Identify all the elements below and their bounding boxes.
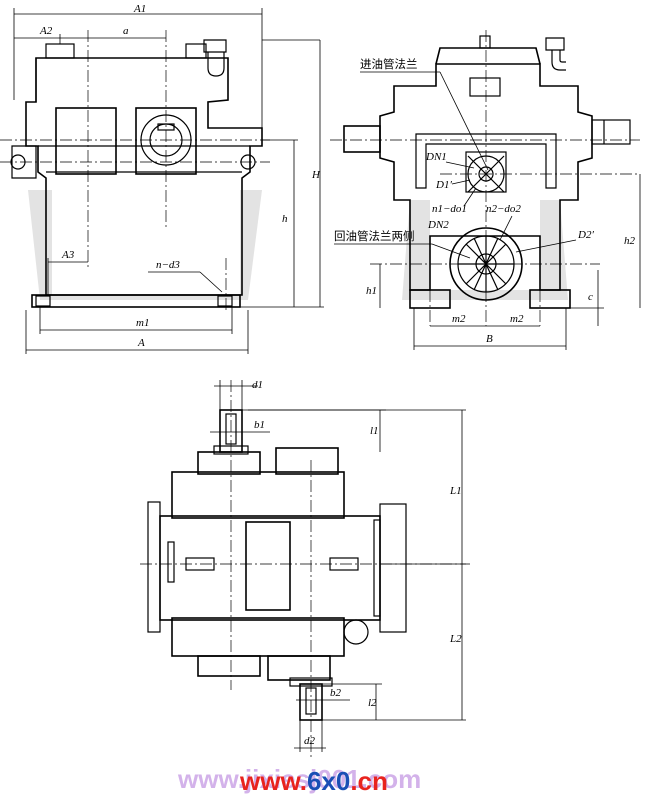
dim-c-label: c [588, 291, 593, 303]
dim-l1-label: l1 [370, 425, 379, 437]
dim-l2-label: l2 [368, 697, 377, 709]
dim-h2-label: h2 [624, 235, 636, 247]
watermark-cn: .cn [350, 766, 388, 796]
dim-m2-right-label: m2 [510, 313, 524, 325]
dim-D1p-label: D1′ [435, 179, 452, 191]
dim-n1-do1-label: n1−do1 [432, 203, 467, 215]
dim-b2-label: b2 [330, 687, 342, 699]
front-view: A1 A2 a H h A3 n−d3 m1 A [0, 3, 324, 354]
oil-return-flange-label: 回油管法兰两侧 [334, 229, 415, 243]
watermark-main-text: www.6x0.cn [239, 766, 388, 796]
dim-L2-label: L2 [449, 633, 462, 645]
dim-h1-label: h1 [366, 285, 377, 297]
dim-b1-label: b1 [254, 419, 265, 431]
dim-A3-label: A3 [61, 249, 75, 261]
dim-d2-label: d2 [304, 735, 316, 747]
dim-A2-label: A2 [39, 25, 53, 37]
dim-B-label: B [486, 333, 493, 345]
watermark-www: www. [239, 766, 307, 796]
side-view: 进油管法兰 DN1 D1′ n1−do1 n2−do2 DN2 回油管法兰两侧 … [330, 30, 641, 350]
dim-a-label: a [123, 25, 129, 37]
dim-H-label: H [311, 169, 321, 181]
watermark-faded-text: www.jixiesj001.com [177, 764, 421, 794]
top-view: d1 b1 l1 L1 L2 b2 l2 d2 [140, 379, 470, 760]
oil-inlet-flange-label: 进油管法兰 [360, 57, 418, 71]
dim-L1-label: L1 [449, 485, 462, 497]
dim-m1-label: m1 [136, 317, 149, 329]
dim-DN2-label: DN2 [427, 219, 449, 231]
dim-h-label: h [282, 213, 288, 225]
watermark: www.jixiesj001.com www.6x0.cn [177, 764, 421, 796]
dim-n2-do2-label: n2−do2 [486, 203, 521, 215]
dim-n-d3-label: n−d3 [156, 259, 180, 271]
dim-d1-label: d1 [252, 379, 263, 391]
watermark-6x0: 6x0 [307, 766, 350, 796]
dim-A-label: A [137, 337, 145, 349]
dim-A1-label: A1 [133, 3, 146, 15]
dim-m2-left-label: m2 [452, 313, 466, 325]
dim-D2p-label: D2′ [577, 229, 594, 241]
dim-DN1-label: DN1 [425, 151, 447, 163]
